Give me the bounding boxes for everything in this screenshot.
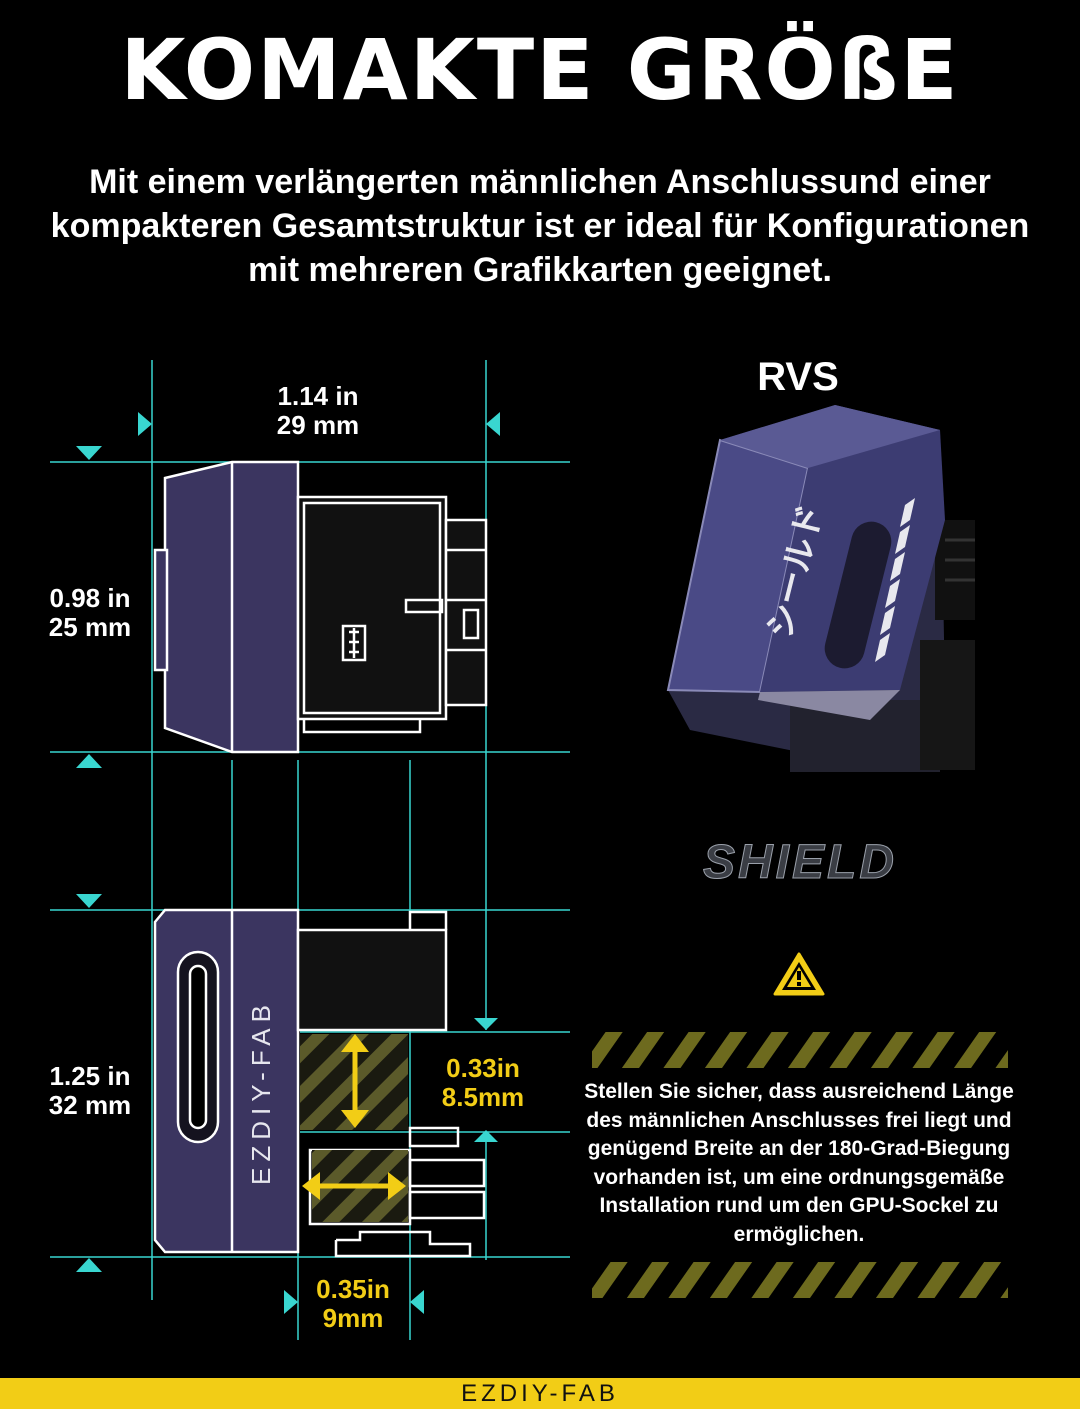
footer-bar: EZDIY-FAB xyxy=(0,1378,1080,1409)
dim-top-height-mm: 25 mm xyxy=(48,612,132,642)
footer-brand: EZDIY-FAB xyxy=(461,1379,619,1407)
yellow-arrow-right-icon xyxy=(388,1172,406,1200)
grip-stripes xyxy=(875,498,915,662)
warning-line-6: ermöglichen. xyxy=(733,1222,865,1246)
dim-bottom-height-in: 1.25 in xyxy=(49,1061,131,1091)
top-view-drawing xyxy=(153,460,488,754)
subtitle-line-3: mit mehreren Grafikkarten geeignet. xyxy=(248,251,832,289)
arrow-left-icon xyxy=(410,1290,424,1314)
warning-text: Stellen Sie sicher, dass ausreichend Län… xyxy=(566,1078,1032,1249)
warning-line-1: Stellen Sie sicher, dass ausreichend Län… xyxy=(584,1080,1014,1103)
warning-line-3: genügend Breite an der 180-Grad-Biegung xyxy=(587,1137,1011,1160)
warning-line-2: des männlichen Anschlusses frei liegt un… xyxy=(586,1108,1012,1132)
dim-bend-width-mm: 9mm xyxy=(322,1303,384,1333)
dim-top-height-in: 0.98 in xyxy=(49,583,131,613)
product-label: RVS xyxy=(757,355,839,399)
arrow-up-icon xyxy=(474,1130,498,1142)
arrow-up-icon xyxy=(76,1258,102,1272)
dim-pin-exposure-mm: 8.5mm xyxy=(441,1082,525,1112)
yellow-arrow-up-icon xyxy=(341,1034,369,1052)
yellow-arrow-down-icon xyxy=(341,1110,369,1128)
shield-logo: SHIELD xyxy=(702,836,897,890)
dim-top-width-mm: 29 mm xyxy=(276,410,360,440)
product-image: シールド xyxy=(666,405,975,772)
arrow-down-icon xyxy=(474,1018,498,1030)
arrow-down-icon xyxy=(76,446,102,460)
warning-triangle-icon xyxy=(773,952,825,996)
warning-line-4: vorhanden ist, um eine ordnungsgemäße xyxy=(593,1165,1005,1189)
yellow-arrow-left-icon xyxy=(302,1172,320,1200)
side-logo-text: EZDIY-FAB xyxy=(246,999,276,1185)
arrow-up-icon xyxy=(76,754,102,768)
dim-top-width-in: 1.14 in xyxy=(277,381,359,411)
page-title: KOMAKTE GRÖßE xyxy=(120,21,960,119)
arrow-left-icon xyxy=(486,412,500,436)
arrow-right-icon xyxy=(284,1290,298,1314)
bottom-view-drawing xyxy=(153,908,486,1258)
subtitle-line-1: Mit einem verlängerten männlichen Anschl… xyxy=(89,163,991,201)
subtitle-line-2: kompakteren Gesamtstruktur ist er ideal … xyxy=(50,207,1030,245)
dim-bend-width-in: 0.35in xyxy=(316,1274,390,1304)
hazard-bar-top xyxy=(592,1032,1008,1068)
dim-bottom-height-mm: 32 mm xyxy=(48,1090,132,1120)
warning-line-5: Installation rund um den GPU-Sockel zu xyxy=(599,1194,999,1217)
hazard-bar-bottom xyxy=(592,1262,1008,1298)
arrow-right-icon xyxy=(138,412,152,436)
dim-pin-exposure-in: 0.33in xyxy=(446,1053,520,1083)
arrow-down-icon xyxy=(76,894,102,908)
